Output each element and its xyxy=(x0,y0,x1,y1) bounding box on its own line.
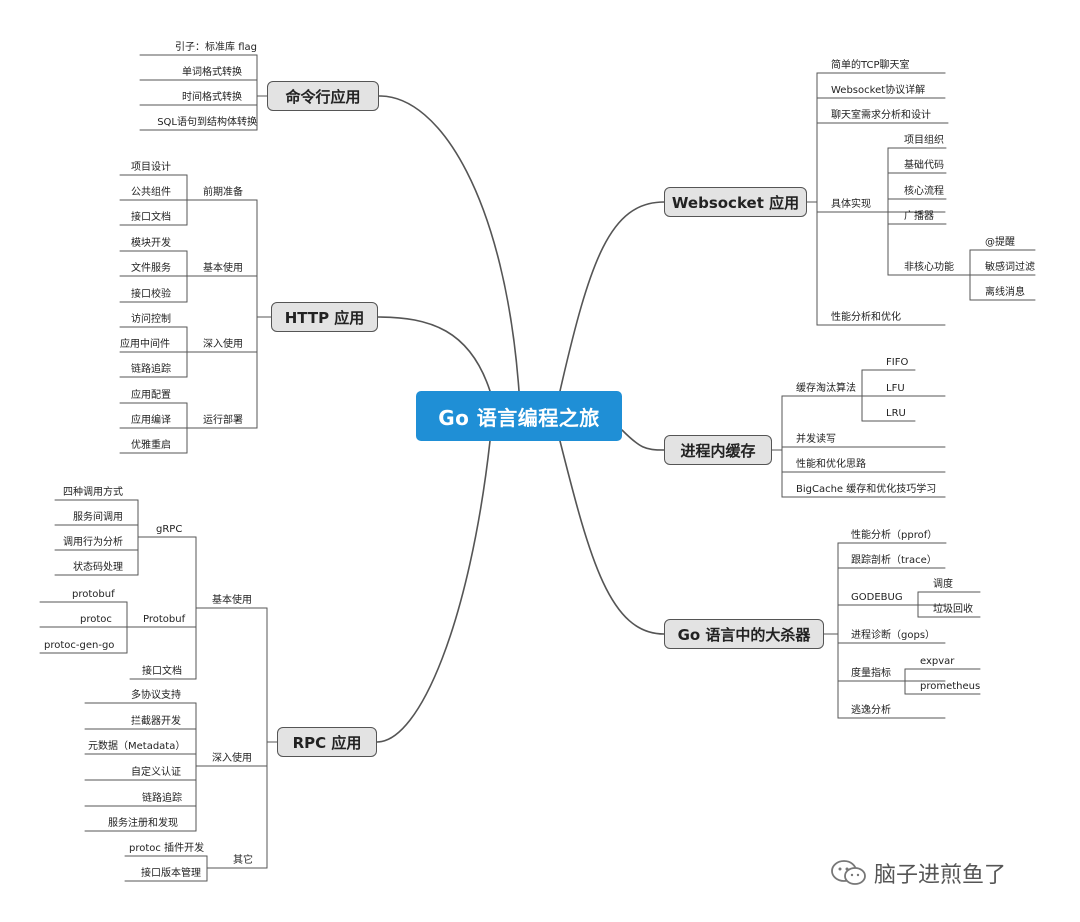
http-item[interactable]: 访问控制 xyxy=(131,314,171,325)
http-group[interactable]: 运行部署 xyxy=(203,415,243,426)
cli-item[interactable]: 时间格式转换 xyxy=(182,92,242,103)
rpc-item[interactable]: 服务注册和发现 xyxy=(108,818,178,829)
http-group[interactable]: 基本使用 xyxy=(203,263,243,274)
watermark-text: 脑子进煎鱼了 xyxy=(874,863,1007,888)
http-item[interactable]: 优雅重启 xyxy=(131,440,171,451)
rpc-item[interactable]: 状态码处理 xyxy=(73,562,123,573)
ws-item[interactable]: 性能分析和优化 xyxy=(831,312,901,323)
rpc-group[interactable]: 基本使用 xyxy=(212,595,252,606)
rpc-subgroup[interactable]: 接口文档 xyxy=(142,666,182,677)
killer-item[interactable]: 垃圾回收 xyxy=(933,604,973,615)
branch-rpc[interactable]: RPC 应用 xyxy=(277,727,377,757)
http-item[interactable]: 接口文档 xyxy=(131,212,171,223)
root-link-ws xyxy=(559,201,665,392)
rpc-item[interactable]: 链路追踪 xyxy=(142,793,182,804)
cache-item[interactable]: LRU xyxy=(886,408,906,419)
http-item[interactable]: 模块开发 xyxy=(131,238,171,249)
root-node[interactable]: Go 语言编程之旅 xyxy=(416,391,622,441)
killer-item[interactable]: prometheus xyxy=(920,681,981,692)
cli-item[interactable]: 引子：标准库 flag xyxy=(175,42,257,53)
branch-cli[interactable]: 命令行应用 xyxy=(267,81,379,111)
killer-item[interactable]: expvar xyxy=(920,656,955,667)
rpc-item[interactable]: protoc 插件开发 xyxy=(129,843,205,854)
killer-item[interactable]: 跟踪剖析（trace） xyxy=(851,555,937,566)
ws-item[interactable]: 聊天室需求分析和设计 xyxy=(831,110,931,121)
ws-group[interactable]: 具体实现 xyxy=(831,199,871,210)
rpc-item[interactable]: protoc-gen-go xyxy=(44,640,115,651)
rpc-item[interactable]: 四种调用方式 xyxy=(63,487,123,498)
branch-http[interactable]: HTTP 应用 xyxy=(271,302,378,332)
rpc-subgroup[interactable]: Protobuf xyxy=(143,614,186,625)
ws-item[interactable]: Websocket协议详解 xyxy=(831,85,926,96)
rpc-item[interactable]: 调用行为分析 xyxy=(63,537,123,548)
root-link-rpc xyxy=(376,440,491,743)
cache-item[interactable]: 并发读写 xyxy=(796,434,836,445)
killer-item[interactable]: 进程诊断（gops） xyxy=(851,630,936,641)
watermark: 脑子进煎鱼了 xyxy=(830,856,1050,890)
http-group[interactable]: 深入使用 xyxy=(203,339,243,350)
cache-item[interactable]: BigCache 缓存和优化技巧学习 xyxy=(796,484,937,495)
cache-item[interactable]: 性能和优化思路 xyxy=(796,459,866,470)
cli-item[interactable]: 单词格式转换 xyxy=(182,67,242,78)
rpc-item[interactable]: 元数据（Metadata） xyxy=(88,741,186,752)
http-item[interactable]: 应用编译 xyxy=(131,415,171,426)
http-item[interactable]: 公共组件 xyxy=(131,187,171,198)
ws-item[interactable]: 广播器 xyxy=(904,211,934,222)
killer-item[interactable]: 逃逸分析 xyxy=(851,705,891,716)
ws-group[interactable]: 非核心功能 xyxy=(904,262,954,273)
rpc-group[interactable]: 深入使用 xyxy=(212,753,252,764)
http-group[interactable]: 前期准备 xyxy=(203,187,243,198)
killer-item[interactable]: 性能分析（pprof） xyxy=(851,530,938,541)
rpc-item[interactable]: 服务间调用 xyxy=(73,512,123,523)
ws-item[interactable]: 敏感词过滤 xyxy=(985,262,1035,273)
cli-item[interactable]: SQL语句到结构体转换 xyxy=(157,117,257,128)
http-item[interactable]: 文件服务 xyxy=(131,263,171,274)
ws-item[interactable]: 简单的TCP聊天室 xyxy=(831,60,910,71)
rpc-item[interactable]: 自定义认证 xyxy=(131,767,181,778)
cache-item[interactable]: LFU xyxy=(886,383,905,394)
wechat-icon xyxy=(831,860,866,885)
ws-item[interactable]: 核心流程 xyxy=(904,186,944,197)
killer-item[interactable]: 调度 xyxy=(933,579,953,590)
ws-item[interactable]: 基础代码 xyxy=(904,160,944,171)
killer-group[interactable]: 度量指标 xyxy=(851,668,891,679)
rpc-subgroup[interactable]: gRPC xyxy=(156,524,183,535)
rpc-group[interactable]: 其它 xyxy=(233,855,253,866)
http-item[interactable]: 项目设计 xyxy=(131,162,171,173)
root-link-http xyxy=(377,316,491,392)
branch-cache[interactable]: 进程内缓存 xyxy=(664,435,772,465)
http-item[interactable]: 应用配置 xyxy=(131,390,171,401)
rpc-item[interactable]: 接口版本管理 xyxy=(141,868,201,879)
branch-killer[interactable]: Go 语言中的大杀器 xyxy=(664,619,824,649)
http-item[interactable]: 链路追踪 xyxy=(131,364,171,375)
root-link-cli xyxy=(378,95,520,392)
ws-item[interactable]: 离线消息 xyxy=(985,287,1025,298)
cache-group[interactable]: 缓存淘汰算法 xyxy=(796,383,856,394)
http-item[interactable]: 应用中间件 xyxy=(120,339,170,350)
cache-item[interactable]: FIFO xyxy=(886,357,909,368)
rpc-item[interactable]: protobuf xyxy=(72,589,115,600)
rpc-item[interactable]: protoc xyxy=(80,614,112,625)
rpc-item[interactable]: 拦截器开发 xyxy=(131,716,181,727)
branch-websocket[interactable]: Websocket 应用 xyxy=(664,187,807,217)
killer-group[interactable]: GODEBUG xyxy=(851,592,903,603)
root-link-killer xyxy=(559,440,665,635)
ws-item[interactable]: @提醒 xyxy=(985,237,1015,248)
ws-item[interactable]: 项目组织 xyxy=(904,135,944,146)
root-link-cache xyxy=(621,429,665,451)
rpc-item[interactable]: 多协议支持 xyxy=(131,690,181,701)
http-item[interactable]: 接口校验 xyxy=(131,289,171,300)
